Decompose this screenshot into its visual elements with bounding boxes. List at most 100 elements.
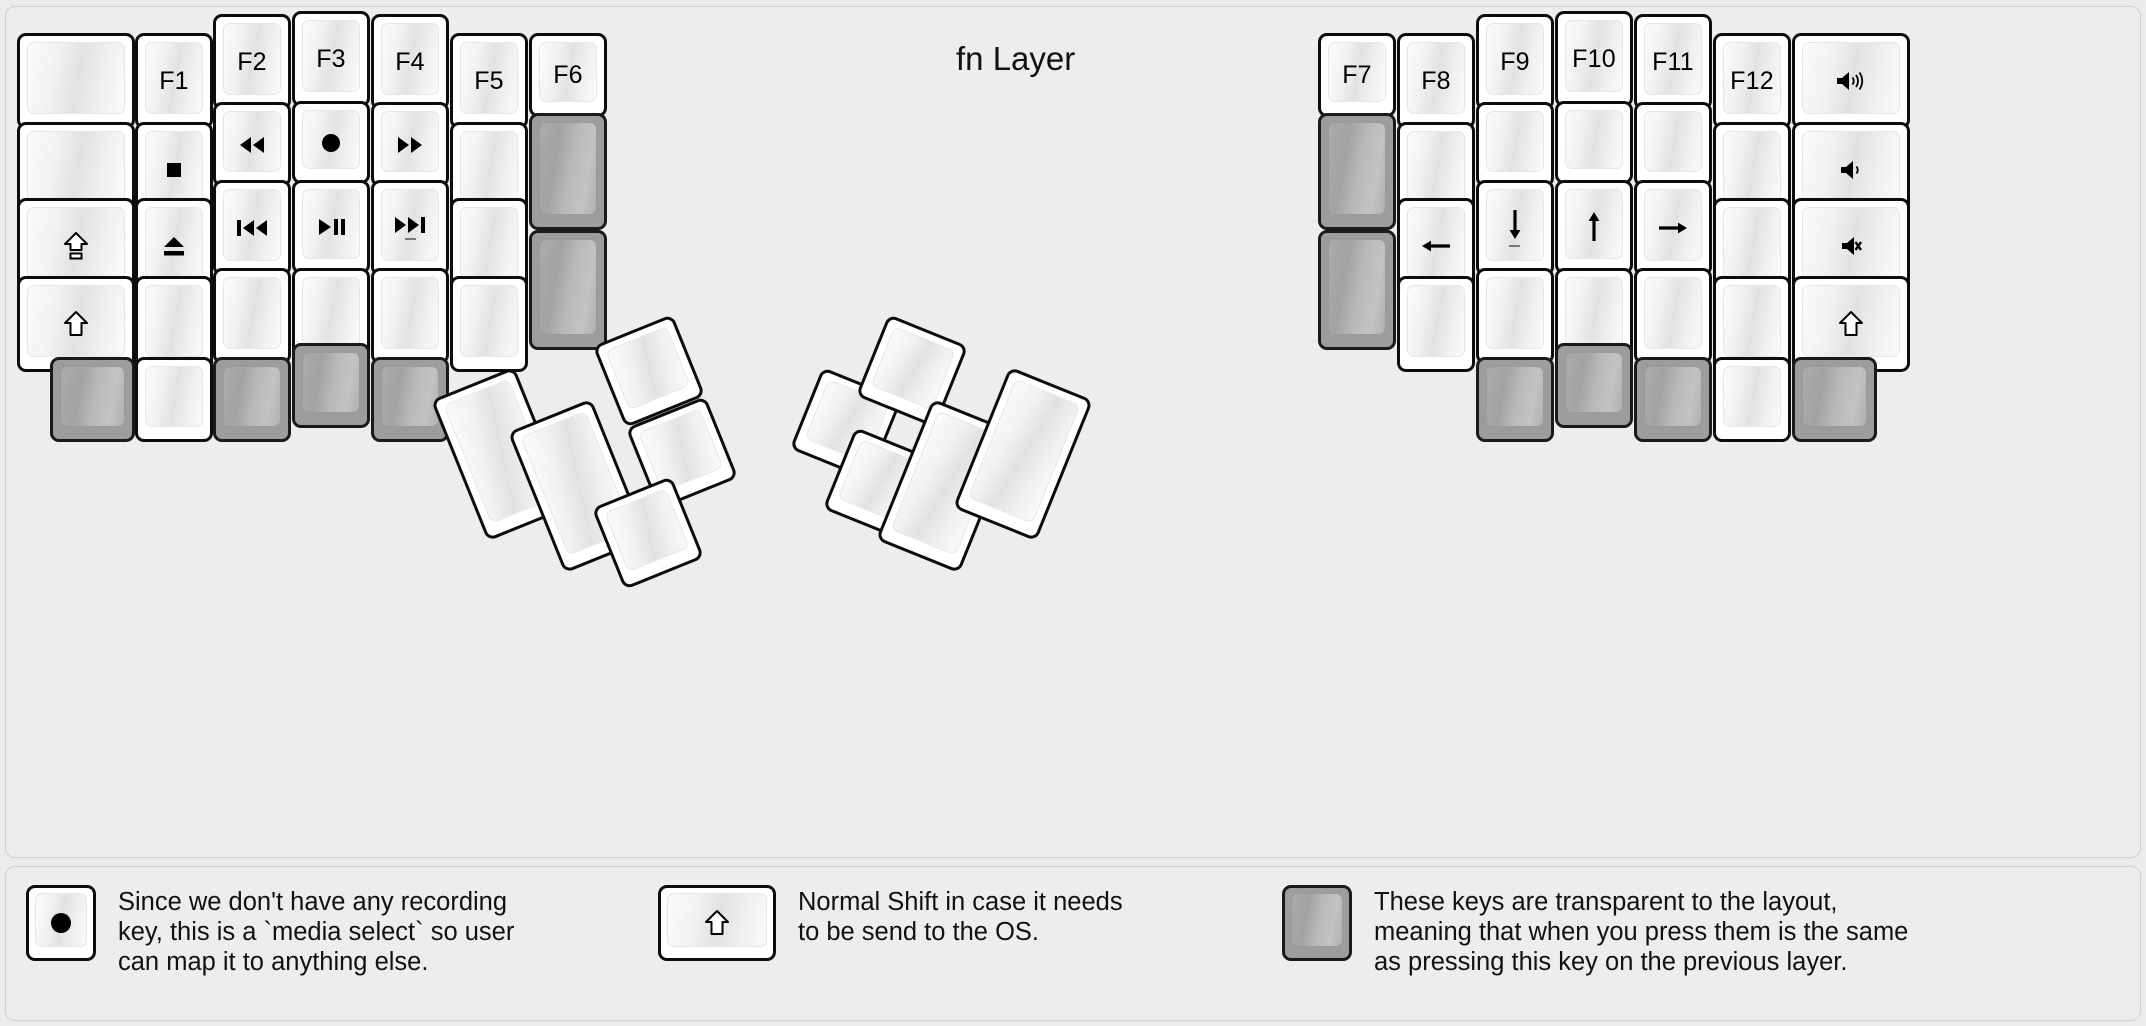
key-right-c0-r1-transparent[interactable]	[1318, 113, 1396, 230]
key-right-c2-r2-arrow-down[interactable]	[1476, 180, 1554, 276]
legend-card	[5, 866, 2141, 1021]
keycap-surface	[539, 42, 597, 102]
keycap-surface	[605, 326, 691, 411]
keycap-surface	[460, 285, 518, 357]
keycap-surface	[1802, 207, 1900, 279]
key-right-c5-r0-f12[interactable]: F12	[1713, 33, 1791, 129]
keycap-surface	[223, 23, 281, 95]
key-left-c3-r2-play-pause[interactable]	[292, 180, 370, 274]
key-right-c4-r3[interactable]	[1634, 268, 1712, 364]
key-right-c2-r4-transparent[interactable]	[1476, 357, 1554, 442]
keycap-surface	[302, 110, 360, 169]
keycap-surface	[1802, 42, 1900, 114]
keycap-surface	[381, 366, 439, 427]
key-left-c5-r3[interactable]	[450, 276, 528, 372]
key-right-c4-r2-arrow-right[interactable]	[1634, 180, 1712, 276]
legend-text-shift: Normal Shift in case it needs to be send…	[798, 888, 1123, 947]
keycap-surface	[302, 352, 360, 413]
key-right-c0-r0-f7[interactable]: F7	[1318, 33, 1396, 117]
keycap-surface	[1644, 366, 1702, 427]
keycap-surface	[1407, 42, 1465, 114]
keycap-surface	[1644, 277, 1702, 349]
legend-key-transparent	[1282, 885, 1352, 961]
key-right-c6-r4-transparent[interactable]	[1792, 357, 1877, 442]
keycap-surface	[223, 366, 281, 427]
legend-text-transparent: These keys are transparent to the layout…	[1374, 888, 1909, 977]
legend-item-shift: Normal Shift in case it needs to be send…	[658, 885, 1123, 961]
key-left-c0-r0[interactable]	[17, 33, 135, 129]
keycap-surface	[1328, 42, 1386, 102]
key-right-c3-r0-f10[interactable]: F10	[1555, 11, 1633, 107]
keycap-surface	[145, 131, 203, 203]
key-right-c4-r1[interactable]	[1634, 102, 1712, 187]
key-left-c2-r2-prev-track[interactable]	[213, 180, 291, 276]
keycap-surface	[145, 366, 203, 427]
key-right-c4-r0-f11[interactable]: F11	[1634, 14, 1712, 110]
keycap-surface	[1565, 189, 1623, 259]
key-left-c2-r4-transparent[interactable]	[213, 357, 291, 442]
key-left-c3-r4-transparent[interactable]	[292, 343, 370, 428]
key-left-c6-r2-transparent[interactable]	[529, 230, 607, 350]
legend-item-record: Since we don't have any recording key, t…	[26, 885, 514, 977]
keycap-surface	[1723, 207, 1781, 279]
legend-item-transparent: These keys are transparent to the layout…	[1282, 885, 1908, 977]
keycap-surface	[1723, 131, 1781, 203]
key-left-c6-r0-f6[interactable]: F6	[529, 33, 607, 117]
keycap-surface	[1802, 366, 1867, 427]
key-right-c6-r0-volume-up[interactable]	[1792, 33, 1910, 129]
key-right-c2-r1[interactable]	[1476, 102, 1554, 187]
key-right-c1-r3[interactable]	[1397, 276, 1475, 372]
key-left-c1-r3[interactable]	[135, 276, 213, 372]
keycap-surface	[667, 893, 767, 947]
key-left-c2-r0-f2[interactable]: F2	[213, 14, 291, 110]
keycap-surface	[1565, 110, 1623, 169]
legend-key-shift	[658, 885, 776, 961]
key-left-c2-r1-rewind[interactable]	[213, 102, 291, 187]
key-right-c2-r3[interactable]	[1476, 268, 1554, 364]
keycap-surface	[460, 131, 518, 203]
key-right-c3-r4-transparent[interactable]	[1555, 343, 1633, 428]
key-left-c4-r3[interactable]	[371, 268, 449, 364]
key-left-c4-r0-f4[interactable]: F4	[371, 14, 449, 110]
key-right-c1-r0-f8[interactable]: F8	[1397, 33, 1475, 129]
key-left-c2-r3[interactable]	[213, 268, 291, 364]
keycap-surface	[27, 285, 125, 357]
legend-text-record: Since we don't have any recording key, t…	[118, 888, 515, 977]
keycap-surface	[1565, 352, 1623, 413]
key-right-c5-r3[interactable]	[1713, 276, 1791, 372]
key-left-c0-r4-transparent[interactable]	[50, 357, 135, 442]
keycap-surface	[381, 189, 439, 261]
keycap-surface	[145, 207, 203, 279]
keycap-surface	[1486, 111, 1544, 172]
keycap-surface	[381, 277, 439, 349]
keycap-surface	[1723, 42, 1781, 114]
key-right-c3-r1[interactable]	[1555, 101, 1633, 184]
key-left-c3-r0-f3[interactable]: F3	[292, 11, 370, 107]
key-left-c1-r0-f1[interactable]: F1	[135, 33, 213, 129]
keycap-surface	[1565, 277, 1623, 349]
key-right-c0-r2-transparent[interactable]	[1318, 230, 1396, 350]
key-left-c1-r4[interactable]	[135, 357, 213, 442]
keycap-surface	[302, 20, 360, 92]
key-right-c3-r2-arrow-up[interactable]	[1555, 180, 1633, 274]
keycap-surface	[1723, 285, 1781, 357]
key-right-c5-r4[interactable]	[1713, 357, 1791, 442]
key-right-c6-r3-shift[interactable]	[1792, 276, 1910, 372]
key-left-c4-r2-next-track[interactable]	[371, 180, 449, 276]
key-left-c3-r1-record[interactable]	[292, 101, 370, 184]
keycap-surface	[1328, 239, 1386, 335]
key-right-c2-r0-f9[interactable]: F9	[1476, 14, 1554, 110]
keycap-surface	[539, 122, 597, 215]
keycap-surface	[27, 42, 125, 114]
page-title: fn Layer	[956, 40, 1076, 77]
keycap-surface	[539, 239, 597, 335]
key-left-c4-r1-fast-forward[interactable]	[371, 102, 449, 187]
key-left-c6-r1-transparent[interactable]	[529, 113, 607, 230]
key-left-c5-r0-f5[interactable]: F5	[450, 33, 528, 129]
keycap-surface	[1328, 122, 1386, 215]
keycap-surface	[302, 277, 360, 349]
keycap-surface	[604, 488, 690, 573]
key-right-c4-r4-transparent[interactable]	[1634, 357, 1712, 442]
keycap-surface	[223, 189, 281, 261]
